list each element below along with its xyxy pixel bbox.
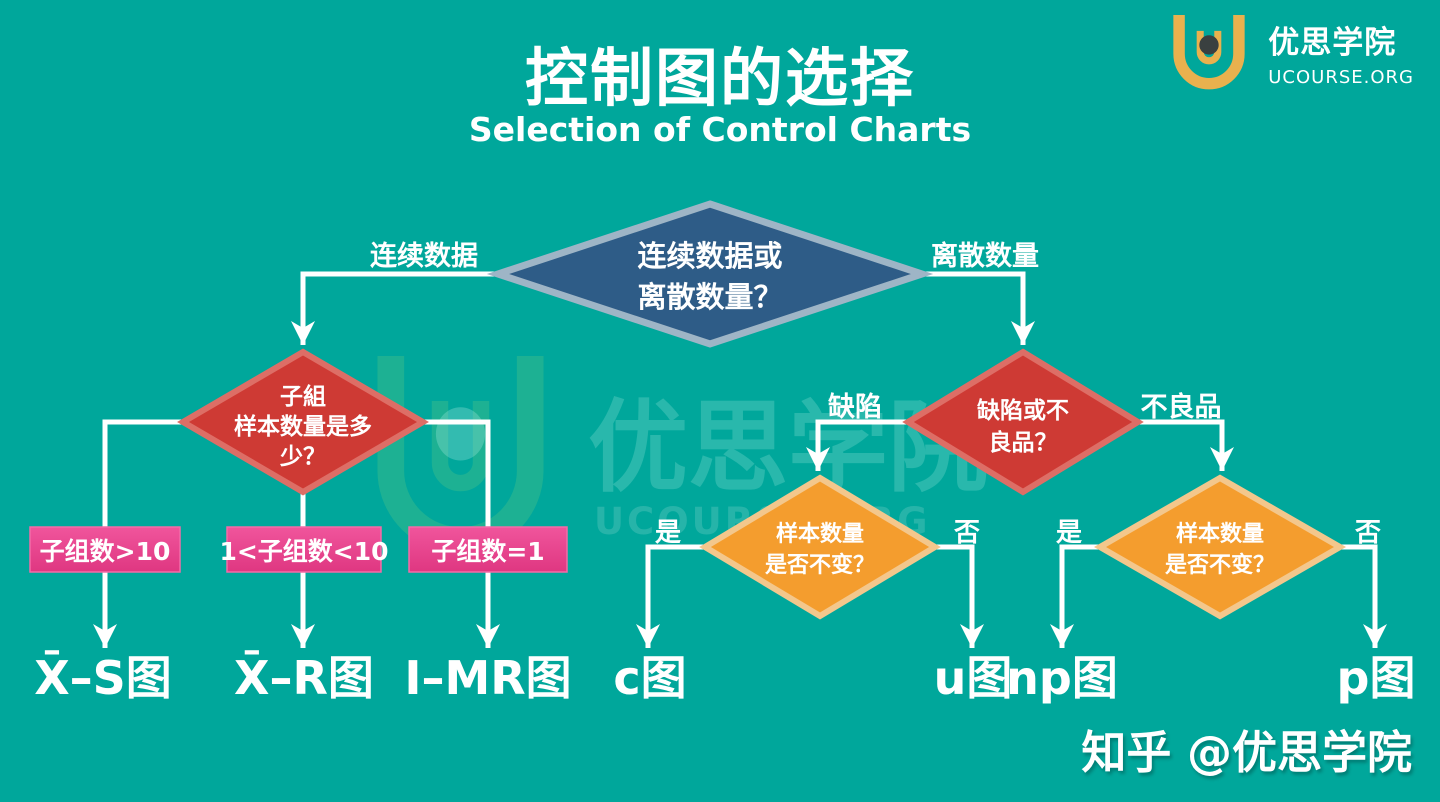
decision-subgroup-size [177,348,429,496]
brand-logo: 优思学院 UCOURSE.ORG [1164,8,1414,96]
decision-subgroup-line3: 少？ [279,444,326,470]
edge-label-defects: 缺陷 [828,392,882,423]
condition-gt10-label: 子组数>10 [40,537,171,566]
decision-sample-constant-right [1093,474,1347,620]
condition-eq1-label: 子组数=1 [431,537,544,566]
decision-sample-left-line2: 是否不变？ [765,552,875,578]
edge-continuous [291,271,497,345]
decision-sample-constant-left [699,474,941,620]
edge-yes-c [636,544,705,648]
decision-defect-line1: 缺陷或不 [977,397,1069,424]
decision-subgroup-line1: 子組 [280,383,326,410]
decision-subgroup-line2: 样本数量是多 [234,413,372,440]
edge-no-u [935,544,984,648]
result-i-mr-chart: I–MR图 [404,651,571,705]
decision-defect-line2: 良品？ [989,429,1058,456]
result-p-chart: p图 [1337,651,1416,705]
edge-label-defectives: 不良品 [1141,391,1222,423]
condition-box-between [226,526,382,573]
edge-label-continuous: 连续数据 [370,240,478,272]
result-c-chart: c图 [613,651,686,705]
edge-label-discrete: 离散数量 [931,240,1039,272]
result-xbar-s-chart: X̄–S图 [34,650,172,705]
decision-sample-right-line1: 样本数量 [1176,521,1264,547]
page-title: 控制图的选择 [525,42,915,115]
brand-name: 优思学院 [1268,24,1397,61]
result-np-chart: np图 [1006,651,1118,705]
decision-data-type-line2: 离散数量？ [637,280,782,314]
edge-yes-np [1050,544,1100,648]
result-xbar-r-chart: X̄–R图 [234,650,374,705]
u-horseshoe-logo-icon [1173,15,1245,90]
edge-label-no-right: 否 [1355,518,1381,548]
decision-data-type-line1: 连续数据或 [637,239,782,273]
brand-logo-text: 优思学院 UCOURSE.ORG [1268,17,1414,88]
condition-box-eq1 [408,526,568,573]
edge-discrete [923,271,1035,345]
watermark-brand-name: 优思学院 [588,389,988,506]
decision-data-type [486,200,934,348]
decision-defect-type [902,348,1144,496]
edge-defectives [1138,419,1234,471]
edge-label-yes-right: 是 [1056,518,1082,548]
decision-sample-right-line2: 是否不变？ [1165,552,1275,578]
condition-box-gt10 [29,526,181,573]
condition-between-label: 1<子组数<10 [219,537,388,566]
edge-defects [806,419,908,471]
edge-no-p [1340,544,1387,648]
edge-label-no-left: 否 [954,518,980,548]
attribution-zhihu: 知乎 @优思学院 [1081,726,1412,779]
brand-site-url: UCOURSE.ORG [1268,66,1414,88]
result-u-chart: u图 [934,651,1013,705]
decision-sample-left-line1: 样本数量 [776,521,864,547]
page-subtitle: Selection of Control Charts [468,110,972,149]
edge-label-yes-left: 是 [655,518,681,548]
